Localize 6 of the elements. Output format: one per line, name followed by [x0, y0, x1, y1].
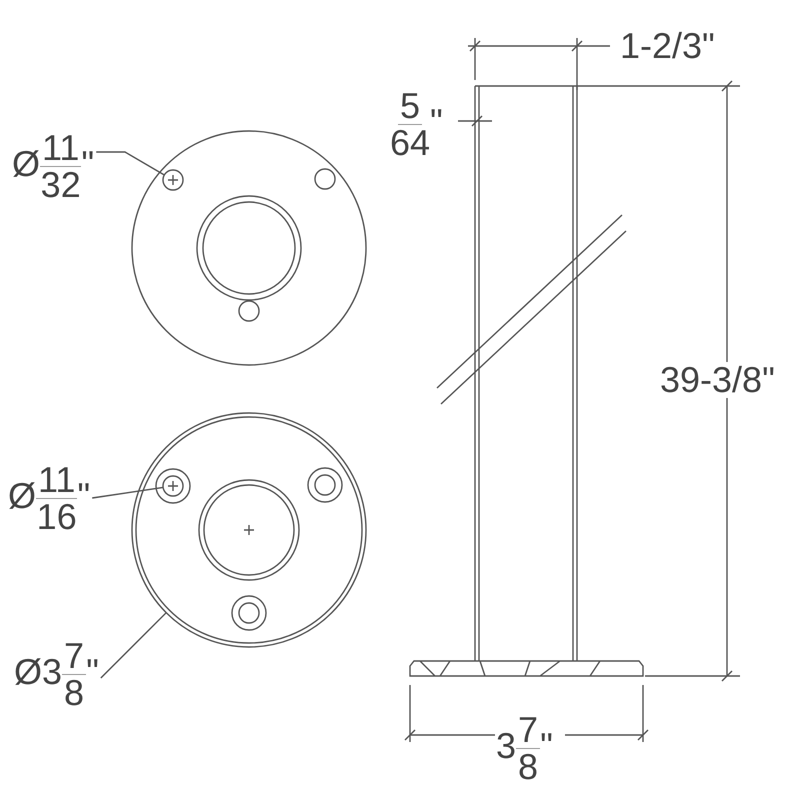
bolt-hole	[162, 475, 184, 497]
leader-line	[96, 151, 165, 176]
leader-line	[92, 486, 164, 499]
leader-line	[100, 612, 167, 678]
dimension-label: 39-3/8"	[660, 362, 775, 398]
bolt-hole	[162, 169, 184, 191]
